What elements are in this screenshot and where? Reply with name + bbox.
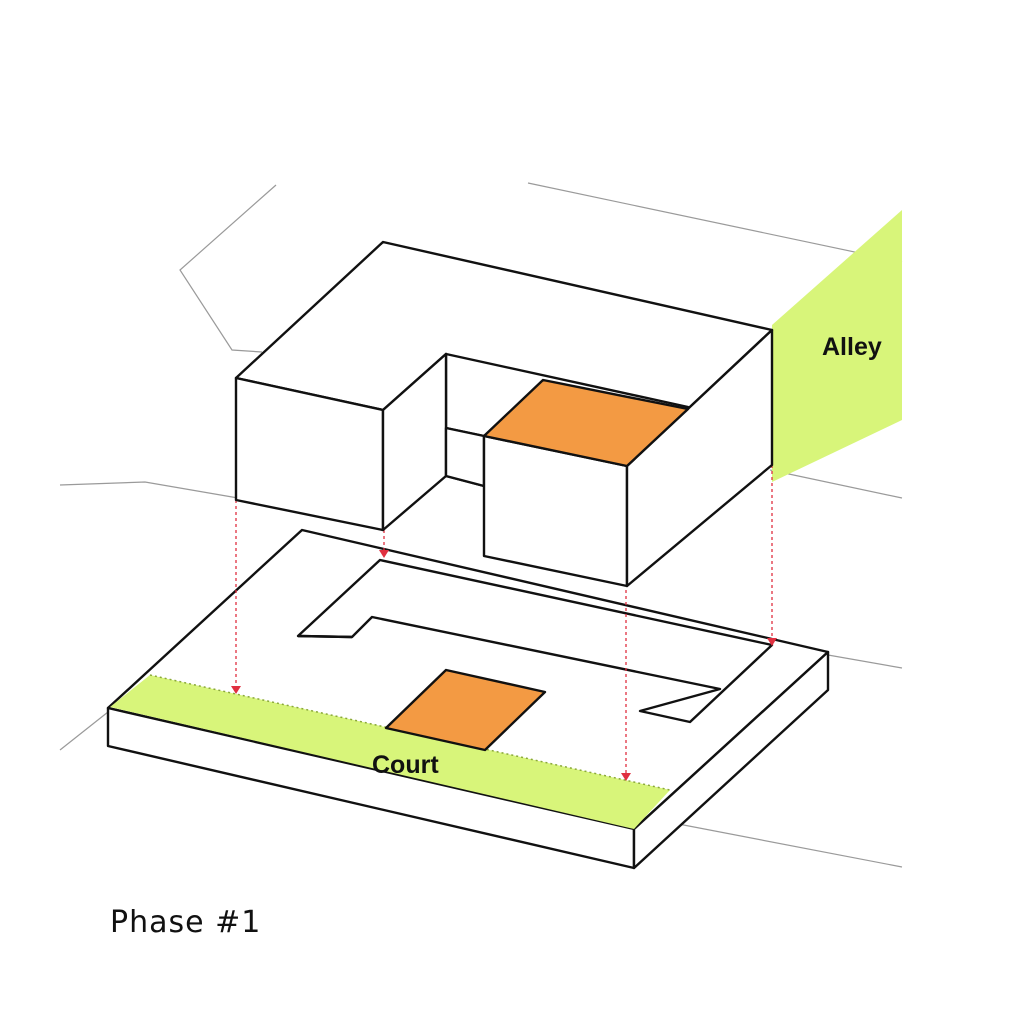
building-mass bbox=[234, 240, 774, 588]
context-line-mid-left bbox=[59, 481, 239, 499]
arrowhead-1 bbox=[231, 686, 241, 694]
alley-label: Alley bbox=[822, 333, 882, 361]
context-line-bottom-right bbox=[667, 821, 903, 868]
court-label: Court bbox=[372, 751, 439, 779]
arrowhead-3 bbox=[621, 773, 631, 781]
base-orange-footprint bbox=[384, 668, 547, 752]
projection-lines bbox=[235, 465, 773, 775]
arrowhead-4 bbox=[767, 638, 777, 646]
projection-arrowheads bbox=[231, 550, 777, 781]
base-slab bbox=[106, 528, 830, 870]
context-line-upper-right bbox=[527, 182, 903, 263]
context-line-upper-left bbox=[179, 184, 277, 353]
court-area bbox=[110, 675, 670, 829]
mass-notch-floor bbox=[444, 426, 486, 488]
alley-area bbox=[772, 210, 902, 482]
mass-orange-roof bbox=[482, 378, 690, 468]
context-lines bbox=[59, 182, 903, 868]
context-line-bottom-left bbox=[59, 711, 109, 751]
phase-caption: Phase #1 bbox=[110, 905, 261, 940]
arrowhead-2 bbox=[379, 550, 389, 558]
mass-right-side-face bbox=[625, 328, 774, 588]
context-line-mid-right bbox=[769, 469, 903, 499]
base-right-face bbox=[632, 650, 830, 870]
base-courtyard-inner-edge bbox=[297, 634, 353, 639]
context-line-right bbox=[827, 654, 903, 669]
base-courtyard-cut bbox=[296, 558, 774, 724]
